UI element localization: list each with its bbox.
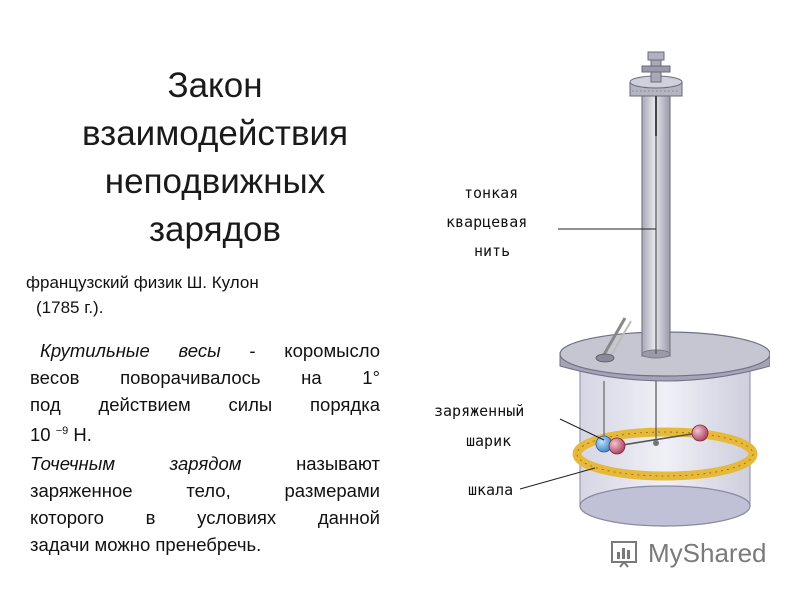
movable-charged-ball [608,437,626,455]
para1-line-1: Крутильные весы - коромысло [30,337,380,364]
subtitle: французский физик Ш. Кулон (1785 г.). [26,270,326,320]
label-ball-1: заряженный [434,402,524,420]
force-unit: Н. [68,424,92,446]
glass-cylinder [579,368,751,527]
para2-line-4: задачи можно пренебречь. [30,534,262,555]
force-base: 10 [30,424,51,446]
watermark-text: MyShared [648,537,767,568]
para1-line-2: весов поворачивалось на 1° [30,367,380,388]
counterweight-ball [691,424,709,442]
label-scale: шкала [468,481,513,499]
label-ball-2: шарик [466,432,511,450]
balance-beam [615,432,699,447]
para2-line-1: Точечным зарядом называют [30,450,380,477]
title-line-2: взаимодействия [81,114,349,153]
paragraph-torsion-balance: Крутильные весы - коромысло весов повора… [30,337,380,448]
chart-icon [611,541,637,568]
para2-line-2: заряженное тело, размерами [30,480,380,501]
leader-ball [559,418,605,441]
coulomb-torsion-balance-diagram: тонкая кварцевая нить заряженный шарик ш… [434,51,770,527]
paragraph-point-charge: Точечным зарядом называют заряженное тел… [30,450,380,558]
title-line-1: Закон [167,66,263,105]
insertion-tube [595,317,632,363]
term-charge: зарядом [169,453,242,474]
para1-text-1: - коромысло [220,340,380,361]
para1-line-3: под действием силы порядка [30,394,380,415]
para2-line-3: которого в условиях данной [30,507,380,528]
force-exponent: −9 [55,425,69,437]
watermark: MyShared [610,538,767,568]
para2-text-1: называют [296,453,380,474]
term-torsion-balance: Крутильные весы [40,340,221,361]
label-thread-2: кварцевая [446,213,527,231]
title-line-4: зарядов [148,210,282,249]
slide-title: Закон взаимодействия неподвижных зарядов [40,62,390,254]
subtitle-line-1: французский физик Ш. Кулон [26,273,259,292]
label-thread-1: тонкая [464,184,518,202]
torsion-head [629,51,683,136]
term-point: Точечным [30,453,116,474]
leader-scale [519,467,596,490]
label-thread-3: нить [474,242,510,260]
title-line-3: неподвижных [104,162,326,201]
subtitle-line-2: (1785 г.). [36,298,104,317]
para1-line-4: 10 −9 Н. [30,418,380,448]
scale-ring [572,427,758,481]
